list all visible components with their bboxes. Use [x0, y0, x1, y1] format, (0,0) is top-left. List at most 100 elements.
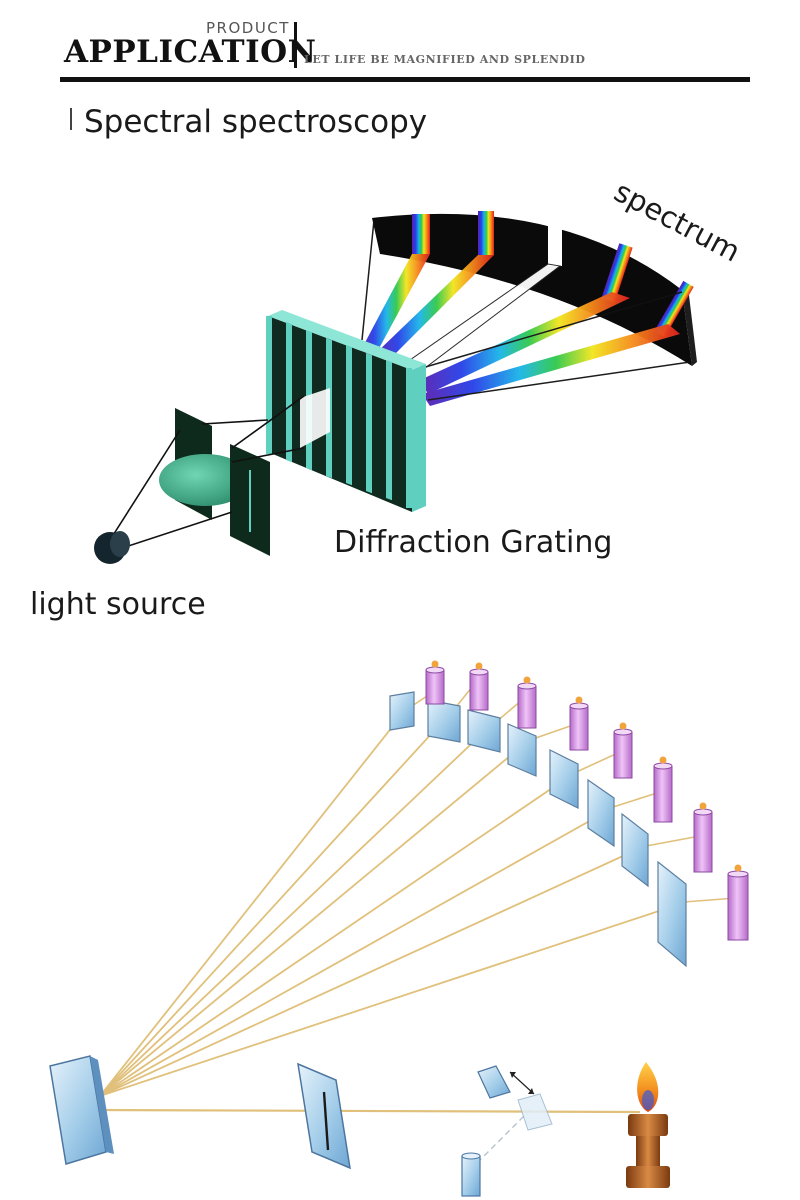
- light-rays: [109, 395, 305, 553]
- grating-top-edge: [268, 310, 426, 370]
- burner-base: [626, 1166, 670, 1188]
- movement-arrow-head: [528, 1088, 534, 1094]
- spectrum-line-group: [478, 211, 494, 255]
- grating-bar: [346, 345, 352, 486]
- exit-slit: [427, 699, 461, 743]
- slit-plates: [159, 408, 270, 556]
- ray: [109, 429, 181, 541]
- spectrum-band: [372, 213, 692, 366]
- axis-beam: [99, 1108, 641, 1114]
- exit-slit: [467, 709, 501, 753]
- diffracted-beam: [360, 254, 430, 354]
- entrance-slit: [297, 1062, 351, 1170]
- detector: [517, 676, 537, 729]
- light-source: [94, 531, 130, 564]
- fan-beam: [99, 779, 565, 1097]
- label-light-source: light source: [30, 587, 206, 622]
- beam-edge: [421, 291, 683, 369]
- movement-arrow: [509, 1071, 535, 1095]
- exit-beam: [529, 723, 577, 741]
- reference-optics: [461, 1065, 553, 1197]
- diffracted-beam: [422, 324, 680, 406]
- detector: [693, 802, 713, 873]
- fan-beam: [99, 849, 637, 1097]
- grating-bar: [286, 322, 292, 463]
- spectrum-line-group: [412, 214, 430, 254]
- detector: [469, 662, 489, 711]
- exit-slit: [657, 860, 687, 968]
- detector: [727, 864, 749, 941]
- grating-mirror: [49, 1055, 114, 1165]
- beam-edge: [427, 361, 691, 401]
- exit-slit: [587, 778, 615, 848]
- optical-axis: [99, 1108, 641, 1171]
- diffracted-beam: [420, 292, 630, 394]
- aperture-glow: [159, 454, 251, 506]
- grating-spectroscope-diagram: spectrum Diffraction Grating light sourc…: [30, 174, 746, 622]
- spectrum-line-group: [601, 243, 633, 303]
- grating-bar: [266, 316, 272, 454]
- exit-slit: [507, 723, 537, 777]
- beam-splitter: [517, 1093, 553, 1131]
- fan-beam: [99, 711, 405, 1097]
- fan-beam: [99, 745, 523, 1097]
- diffracted-beams: [360, 219, 691, 406]
- grating-light-patch: [300, 388, 330, 448]
- reference-lamp-top: [461, 1152, 481, 1160]
- reference-block: [477, 1065, 511, 1099]
- flame-source: [626, 1062, 670, 1188]
- header-separator: [294, 22, 297, 68]
- exit-slit: [549, 749, 579, 809]
- spectrum-line-group: [654, 280, 694, 338]
- exit-beam: [609, 791, 661, 809]
- header: PRODUCT APPLICATION LET LIFE BE MAGNIFIE…: [0, 0, 800, 90]
- ray: [109, 511, 233, 553]
- detector: [613, 722, 633, 779]
- exit-slit: [389, 691, 415, 731]
- diffracted-beam: [374, 255, 494, 357]
- fan-beams: [99, 711, 675, 1097]
- detector: [425, 660, 445, 705]
- grating-bar: [386, 359, 392, 501]
- entrance-slit-plate: [297, 1062, 351, 1170]
- grating-bar: [406, 368, 412, 508]
- fan-beam: [99, 719, 445, 1097]
- entrance-slit-opening: [322, 1091, 330, 1151]
- ray: [201, 419, 269, 425]
- spectrum-line-central: [548, 218, 562, 266]
- grating-side-edge: [412, 364, 426, 512]
- detectors: [425, 660, 749, 941]
- light-source-face: [110, 531, 130, 557]
- grating-mirror-edge: [90, 1056, 114, 1154]
- reference-lamp: [461, 1155, 481, 1197]
- exit-beam: [571, 751, 621, 775]
- header-application-title: APPLICATION: [64, 34, 317, 70]
- diffraction-grating: [266, 310, 426, 512]
- grating-bar: [366, 353, 372, 494]
- grating-body: [268, 316, 412, 512]
- detector: [653, 756, 673, 823]
- header-product-label: PRODUCT: [206, 19, 290, 37]
- exit-slit: [621, 812, 649, 888]
- flame-core: [642, 1090, 654, 1110]
- header-rule: [60, 77, 750, 82]
- movement-arrow-head: [510, 1072, 516, 1078]
- header-tagline: LET LIFE BE MAGNIFIED AND SPLENDID: [304, 53, 586, 66]
- ray: [231, 447, 305, 463]
- fan-beam: [99, 729, 487, 1097]
- exit-beam: [683, 897, 737, 903]
- detector: [569, 696, 589, 751]
- ray: [231, 395, 305, 449]
- burner-head: [628, 1114, 668, 1136]
- spectrum-band-edge: [682, 287, 697, 366]
- spectrum-screen: [372, 211, 697, 366]
- label-diffraction-grating: Diffraction Grating: [334, 525, 612, 560]
- burner-neck: [636, 1136, 660, 1166]
- section-title-text: Spectral spectroscopy: [84, 104, 428, 140]
- section-title: Spectral spectroscopy: [70, 104, 427, 140]
- exit-slits: [389, 691, 687, 968]
- fan-beam: [99, 905, 675, 1097]
- beam-edge: [361, 219, 375, 341]
- fan-beam: [99, 813, 603, 1097]
- multichannel-spectrometer-diagram: [49, 660, 749, 1197]
